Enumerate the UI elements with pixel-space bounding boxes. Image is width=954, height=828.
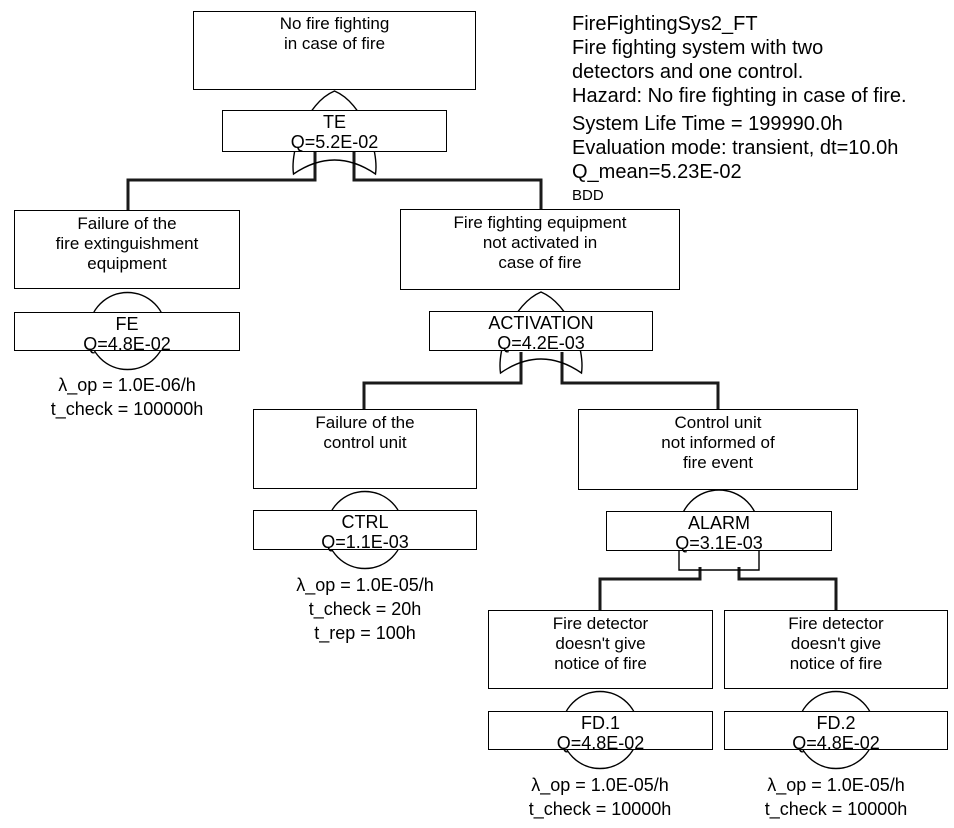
model-description-line1: Fire fighting system with two: [572, 37, 824, 59]
event-fd2-q: Q=4.8E-02: [792, 733, 880, 753]
gate-te-box[interactable]: TE Q=5.2E-02: [222, 110, 447, 152]
fe-parameters: λ_op = 1.0E-06/h t_check = 100000h: [50, 375, 204, 419]
event-fd1-q: Q=4.8E-02: [556, 733, 645, 753]
fd2-description: Fire detector doesn't give notice of fir…: [788, 614, 884, 673]
top-event-description: No fire fighting in case of fire: [279, 14, 390, 53]
gate-activation-q: Q=4.2E-03: [497, 333, 585, 353]
system-life-time: System Life Time = 199990.0h: [572, 113, 843, 135]
fd1-description: Fire detector doesn't give notice of fir…: [552, 614, 649, 673]
gate-alarm-name: ALARM: [687, 513, 750, 533]
gate-activation-name: ACTIVATION: [488, 313, 594, 333]
engine-label: BDD: [572, 187, 604, 204]
fd2-parameters: λ_op = 1.0E-05/h t_check = 10000h: [764, 775, 908, 819]
fd1-description-box[interactable]: Fire detector doesn't give notice of fir…: [488, 610, 713, 689]
cu-description: Control unit not informed of fire event: [661, 413, 775, 472]
connector-alarm-to-fd2: [737, 567, 838, 612]
cu-description-box[interactable]: Control unit not informed of fire event: [578, 409, 858, 490]
gate-activation-box[interactable]: ACTIVATION Q=4.2E-03: [429, 311, 653, 353]
ctrl-parameters: λ_op = 1.0E-05/h t_check = 20h t_rep = 1…: [296, 575, 434, 643]
ffe-description: Fire fighting equipment not activated in…: [453, 213, 627, 272]
event-ctrl-q: Q=1.1E-03: [321, 532, 409, 552]
hazard-text: Hazard: No fire fighting in case of fire…: [572, 85, 907, 107]
event-fd2-name: FD.2: [816, 713, 856, 733]
evaluation-mode: Evaluation mode: transient, dt=10.0h: [572, 137, 899, 159]
event-fd1-name: FD.1: [580, 713, 620, 733]
connector-activation-to-ctrl: [362, 352, 523, 411]
model-title: FireFightingSys2_FT: [572, 13, 758, 35]
event-fe-name: FE: [115, 314, 139, 334]
connector-te-to-fe: [126, 152, 317, 212]
q-mean: Q_mean=5.23E-02: [572, 161, 742, 183]
gate-te-name: TE: [322, 112, 346, 132]
event-fe-q: Q=4.8E-02: [83, 334, 171, 354]
gate-te-q: Q=5.2E-02: [290, 132, 379, 152]
ffe-description-box[interactable]: Fire fighting equipment not activated in…: [400, 209, 680, 290]
ctrl-description: Failure of the control unit: [315, 413, 415, 452]
top-event-box[interactable]: No fire fighting in case of fire: [193, 11, 476, 90]
info-panel: FireFightingSys2_FT Fire fighting system…: [572, 12, 907, 205]
fd1-parameters: λ_op = 1.0E-05/h t_check = 10000h: [528, 775, 672, 819]
connector-activation-to-cu: [560, 352, 720, 411]
connector-alarm-to-fd1: [598, 567, 702, 612]
fe-description: Failure of the fire extinguishment equip…: [55, 214, 199, 273]
event-ctrl-name: CTRL: [341, 512, 389, 532]
ctrl-description-box[interactable]: Failure of the control unit: [253, 409, 477, 489]
connector-te-to-ffe: [352, 152, 543, 211]
event-fd2-box[interactable]: FD.2 Q=4.8E-02: [724, 711, 948, 753]
gate-alarm-q: Q=3.1E-03: [675, 533, 763, 553]
event-ctrl-box[interactable]: CTRL Q=1.1E-03: [253, 510, 477, 552]
fd2-description-box[interactable]: Fire detector doesn't give notice of fir…: [724, 610, 948, 689]
event-fd1-box[interactable]: FD.1 Q=4.8E-02: [488, 711, 713, 753]
event-fe-box[interactable]: FE Q=4.8E-02: [14, 312, 240, 354]
fe-description-box[interactable]: Failure of the fire extinguishment equip…: [14, 210, 240, 289]
gate-alarm-box[interactable]: ALARM Q=3.1E-03: [606, 511, 832, 553]
model-description-line2: detectors and one control.: [572, 61, 804, 83]
